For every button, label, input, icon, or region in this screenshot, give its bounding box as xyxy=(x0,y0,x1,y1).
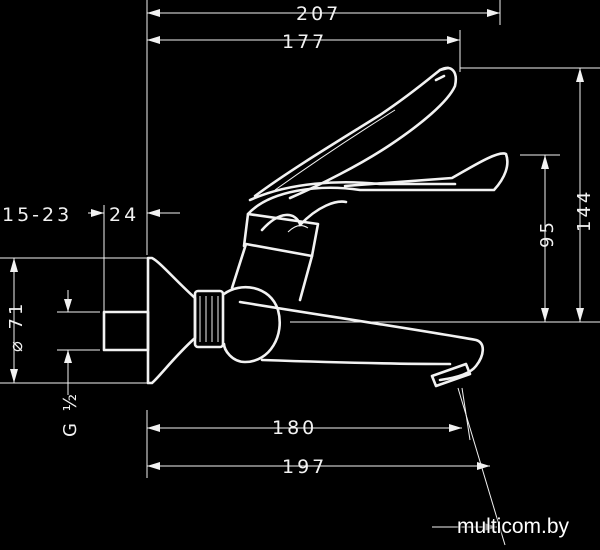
spout xyxy=(238,300,485,382)
wall-connector xyxy=(102,310,150,352)
dimension-lines xyxy=(10,9,584,531)
spout-aerator xyxy=(430,362,472,388)
dimension-labels: 207 177 15-23 24 180 197 ⌀ 71 G ½ 95 144 xyxy=(2,3,595,478)
label-total-height: 144 xyxy=(574,189,595,232)
threaded-nut xyxy=(193,289,225,349)
label-lever-height: 95 xyxy=(537,219,558,248)
label-overall-length: 207 xyxy=(296,3,341,25)
escutcheon xyxy=(146,256,197,385)
label-spout-total: 197 xyxy=(282,456,327,478)
faucet-drawing xyxy=(102,66,509,388)
label-lever-reach: 177 xyxy=(282,31,327,53)
label-spout-reach: 180 xyxy=(272,417,317,439)
label-escutcheon-depth: 24 xyxy=(109,204,139,226)
valve-body xyxy=(222,285,281,364)
label-thread-diameter: ⌀ 71 xyxy=(6,301,27,352)
label-wall-range: 15-23 xyxy=(2,204,72,226)
label-thread-size: G ½ xyxy=(60,391,81,437)
lever-raised xyxy=(253,66,458,200)
lever-base xyxy=(246,152,509,216)
watermark-text: multicom.by xyxy=(457,515,570,538)
cartridge xyxy=(230,242,314,302)
